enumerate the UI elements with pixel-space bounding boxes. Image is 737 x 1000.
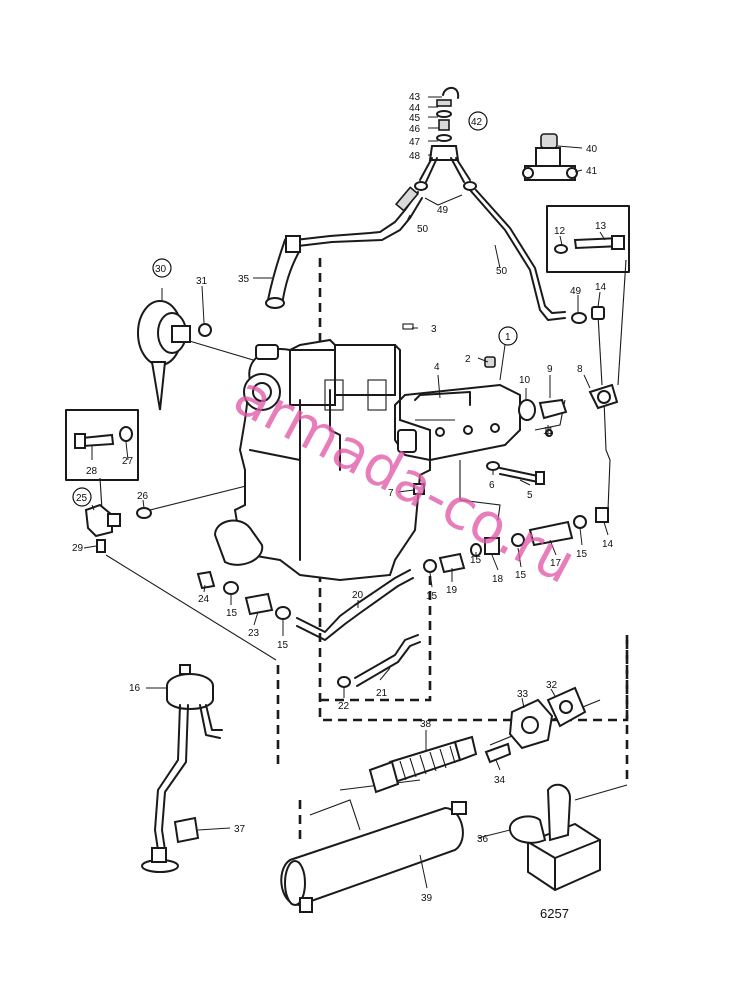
callout-43: 43 (409, 92, 421, 103)
valve-25 (84, 503, 152, 553)
callout-42: 42 (471, 117, 483, 128)
callout-9: 9 (547, 364, 553, 375)
fitting-40-41 (522, 133, 578, 181)
callout-44: 44 (409, 103, 421, 114)
callout-48: 48 (409, 151, 421, 162)
callout-1: 1 (505, 332, 511, 343)
callout-circle-30 (152, 258, 172, 278)
callout-21: 21 (376, 688, 388, 699)
callout-36: 36 (477, 834, 489, 845)
water-box-36 (508, 783, 601, 892)
callout-3: 3 (431, 324, 437, 335)
callout-15-d: 15 (470, 555, 482, 566)
callout-31: 31 (196, 276, 208, 287)
callout-15-f: 15 (576, 549, 588, 560)
callout-23: 23 (248, 628, 260, 639)
callout-10: 10 (519, 375, 531, 386)
callout-16: 16 (129, 683, 141, 694)
callout-circle-25 (72, 487, 92, 507)
callout-25: 25 (76, 493, 88, 504)
callout-30: 30 (155, 264, 167, 275)
callout-41: 41 (586, 166, 598, 177)
figure-number: 6257 (540, 906, 569, 921)
callout-38: 38 (420, 719, 432, 730)
fuel-line-parts (196, 507, 609, 688)
hoses-50 (294, 186, 566, 321)
callout-47: 47 (409, 137, 421, 148)
callout-labels: 43 44 45 46 47 48 42 40 41 49 50 50 12 1… (72, 92, 614, 904)
callout-24: 24 (198, 594, 210, 605)
elbow-35 (265, 235, 302, 309)
callout-50-right: 50 (496, 266, 508, 277)
callout-17: 17 (550, 558, 562, 569)
callout-34: 34 (494, 775, 506, 786)
callout-49-right: 49 (570, 286, 582, 297)
callout-33: 33 (517, 689, 529, 700)
callout-circle-1 (498, 326, 518, 346)
callout-46: 46 (409, 124, 421, 135)
callout-28: 28 (86, 466, 98, 477)
callout-13: 13 (595, 221, 607, 232)
leader-lines (83, 96, 609, 889)
callout-2: 2 (465, 354, 471, 365)
callout-15-b: 15 (277, 640, 289, 651)
callout-14-bottom: 14 (602, 539, 614, 550)
callout-5: 5 (527, 490, 533, 501)
callout-35: 35 (238, 274, 250, 285)
callout-26: 26 (137, 491, 149, 502)
pump-30 (137, 300, 212, 411)
callout-49-top: 49 (437, 205, 449, 216)
callout-11: 11 (543, 426, 554, 437)
silencer-39 (280, 799, 467, 913)
flexible-pipe-38 (368, 735, 478, 794)
callout-40: 40 (586, 144, 598, 155)
callout-20: 20 (352, 590, 364, 601)
callout-14-top: 14 (595, 282, 607, 293)
callout-7: 7 (388, 488, 394, 499)
callout-15-e: 15 (515, 570, 527, 581)
callout-19: 19 (446, 585, 458, 596)
callout-27: 27 (122, 456, 134, 467)
filter-16 (141, 664, 223, 873)
callout-45: 45 (409, 113, 421, 124)
callout-22: 22 (338, 701, 350, 712)
callout-4: 4 (434, 362, 440, 373)
callout-37: 37 (234, 824, 246, 835)
callout-6: 6 (489, 480, 495, 491)
callout-39: 39 (421, 893, 433, 904)
valve-assembly-top (414, 86, 477, 191)
callout-circle-42 (468, 111, 488, 131)
callout-50-left: 50 (417, 224, 429, 235)
callout-12: 12 (554, 226, 566, 237)
callout-29: 29 (72, 543, 84, 554)
callout-8: 8 (577, 364, 583, 375)
callout-15-c: 15 (426, 591, 438, 602)
inset-box-27-28 (65, 409, 139, 481)
callout-32: 32 (546, 680, 558, 691)
flange-32-33 (484, 686, 587, 764)
inset-box-12-13 (546, 205, 630, 273)
callout-15-a: 15 (226, 608, 238, 619)
engine-block (213, 338, 521, 582)
callout-18: 18 (492, 574, 504, 585)
fittings-right (402, 306, 619, 495)
